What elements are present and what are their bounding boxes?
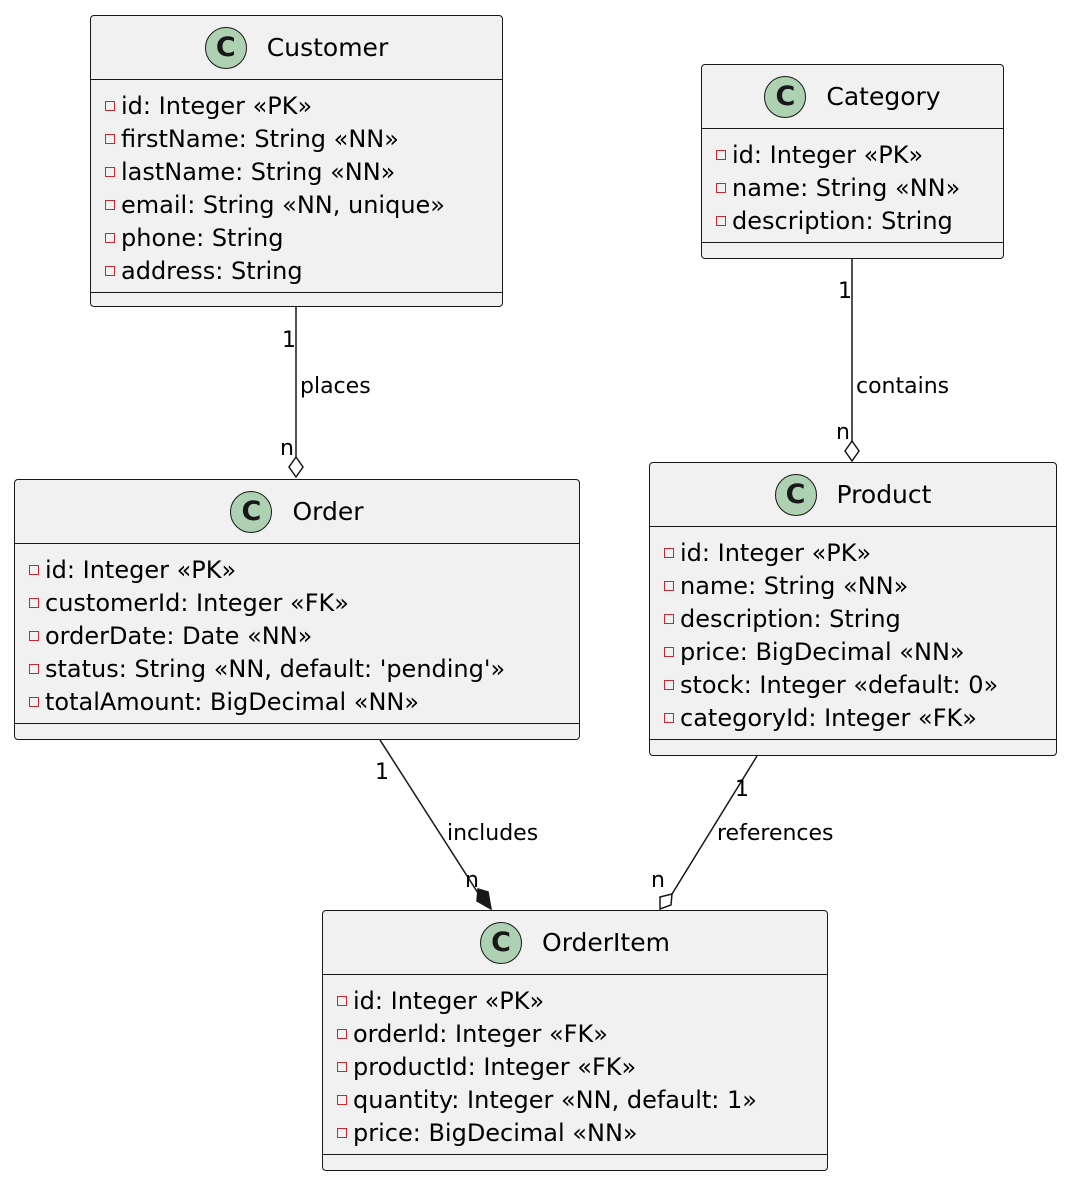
- attribute-row: phone: String: [91, 221, 502, 254]
- class-customer-header: C Customer: [91, 16, 502, 80]
- contains-source-multiplicity: 1: [838, 279, 852, 304]
- private-visibility-icon: [664, 646, 674, 657]
- class-name: Customer: [266, 33, 389, 62]
- private-visibility-icon: [105, 100, 115, 111]
- private-visibility-icon: [29, 630, 39, 641]
- includes-line: [379, 739, 479, 894]
- class-customer[interactable]: C Customer id: Integer «PK» firstName: S…: [90, 15, 503, 307]
- private-visibility-icon: [716, 215, 726, 226]
- class-icon: C: [480, 921, 523, 964]
- class-category-header: C Category: [702, 65, 1003, 129]
- attribute-list: id: Integer «PK» customerId: Integer «FK…: [15, 544, 579, 724]
- attribute-list: id: Integer «PK» name: String «NN» descr…: [702, 129, 1003, 243]
- private-visibility-icon: [105, 166, 115, 177]
- class-order[interactable]: C Order id: Integer «PK» customerId: Int…: [14, 479, 580, 740]
- private-visibility-icon: [337, 1061, 347, 1072]
- attribute-list: id: Integer «PK» firstName: String «NN» …: [91, 80, 502, 293]
- private-visibility-icon: [29, 663, 39, 674]
- attribute-row: quantity: Integer «NN, default: 1»: [323, 1083, 827, 1116]
- class-icon: C: [230, 490, 273, 533]
- private-visibility-icon: [337, 1028, 347, 1039]
- includes-target-multiplicity: n: [465, 868, 479, 893]
- attribute-row: stock: Integer «default: 0»: [650, 668, 1056, 701]
- attribute-row: firstName: String «NN»: [91, 122, 502, 155]
- includes-source-multiplicity: 1: [375, 760, 389, 785]
- references-target-multiplicity: n: [651, 868, 665, 893]
- attribute-row: address: String: [91, 254, 502, 287]
- class-name: Product: [836, 480, 932, 509]
- attribute-row: orderDate: Date «NN»: [15, 619, 579, 652]
- places-target-multiplicity: n: [280, 436, 294, 461]
- class-order-header: C Order: [15, 480, 579, 544]
- references-aggregation-diamond: [659, 893, 673, 911]
- private-visibility-icon: [105, 265, 115, 276]
- class-product-header: C Product: [650, 463, 1056, 527]
- includes-composition-diamond: [476, 888, 493, 911]
- attribute-row: name: String «NN»: [702, 171, 1003, 204]
- attribute-row: id: Integer «PK»: [91, 89, 502, 122]
- private-visibility-icon: [337, 1127, 347, 1138]
- private-visibility-icon: [716, 182, 726, 193]
- contains-target-multiplicity: n: [836, 420, 850, 445]
- attribute-row: productId: Integer «FK»: [323, 1050, 827, 1083]
- private-visibility-icon: [29, 564, 39, 575]
- attribute-row: price: BigDecimal «NN»: [323, 1116, 827, 1149]
- private-visibility-icon: [29, 597, 39, 608]
- references-source-multiplicity: 1: [735, 777, 749, 802]
- contains-label: contains: [856, 374, 950, 399]
- private-visibility-icon: [664, 580, 674, 591]
- class-icon: C: [774, 473, 817, 516]
- class-orderitem[interactable]: C OrderItem id: Integer «PK» orderId: In…: [322, 910, 828, 1171]
- attribute-row: name: String «NN»: [650, 569, 1056, 602]
- attribute-row: lastName: String «NN»: [91, 155, 502, 188]
- attribute-row: id: Integer «PK»: [15, 553, 579, 586]
- attribute-row: customerId: Integer «FK»: [15, 586, 579, 619]
- class-name: OrderItem: [542, 928, 670, 957]
- private-visibility-icon: [105, 133, 115, 144]
- private-visibility-icon: [716, 149, 726, 160]
- includes-label: includes: [447, 821, 539, 846]
- private-visibility-icon: [664, 679, 674, 690]
- class-icon: C: [764, 75, 807, 118]
- private-visibility-icon: [337, 1094, 347, 1105]
- places-aggregation-diamond: [288, 455, 304, 479]
- class-name: Order: [292, 497, 364, 526]
- attribute-row: description: String: [650, 602, 1056, 635]
- class-product[interactable]: C Product id: Integer «PK» name: String …: [649, 462, 1057, 756]
- attribute-row: status: String «NN, default: 'pending'»: [15, 652, 579, 685]
- places-source-multiplicity: 1: [282, 328, 296, 353]
- attribute-row: description: String: [702, 204, 1003, 237]
- places-label: places: [300, 374, 371, 399]
- references-line: [671, 755, 758, 895]
- attribute-row: email: String «NN, unique»: [91, 188, 502, 221]
- class-icon: C: [204, 26, 247, 69]
- private-visibility-icon: [105, 199, 115, 210]
- contains-aggregation-diamond: [844, 439, 860, 463]
- private-visibility-icon: [337, 995, 347, 1006]
- references-label: references: [717, 821, 834, 846]
- private-visibility-icon: [664, 547, 674, 558]
- private-visibility-icon: [29, 696, 39, 707]
- attribute-list: id: Integer «PK» orderId: Integer «FK» p…: [323, 975, 827, 1155]
- attribute-row: totalAmount: BigDecimal «NN»: [15, 685, 579, 718]
- attribute-row: price: BigDecimal «NN»: [650, 635, 1056, 668]
- attribute-row: id: Integer «PK»: [650, 536, 1056, 569]
- private-visibility-icon: [105, 232, 115, 243]
- attribute-row: id: Integer «PK»: [702, 138, 1003, 171]
- private-visibility-icon: [664, 613, 674, 624]
- class-name: Category: [826, 82, 941, 111]
- private-visibility-icon: [664, 712, 674, 723]
- class-orderitem-header: C OrderItem: [323, 911, 827, 975]
- attribute-row: orderId: Integer «FK»: [323, 1017, 827, 1050]
- class-category[interactable]: C Category id: Integer «PK» name: String…: [701, 64, 1004, 259]
- attribute-row: id: Integer «PK»: [323, 984, 827, 1017]
- attribute-list: id: Integer «PK» name: String «NN» descr…: [650, 527, 1056, 740]
- attribute-row: categoryId: Integer «FK»: [650, 701, 1056, 734]
